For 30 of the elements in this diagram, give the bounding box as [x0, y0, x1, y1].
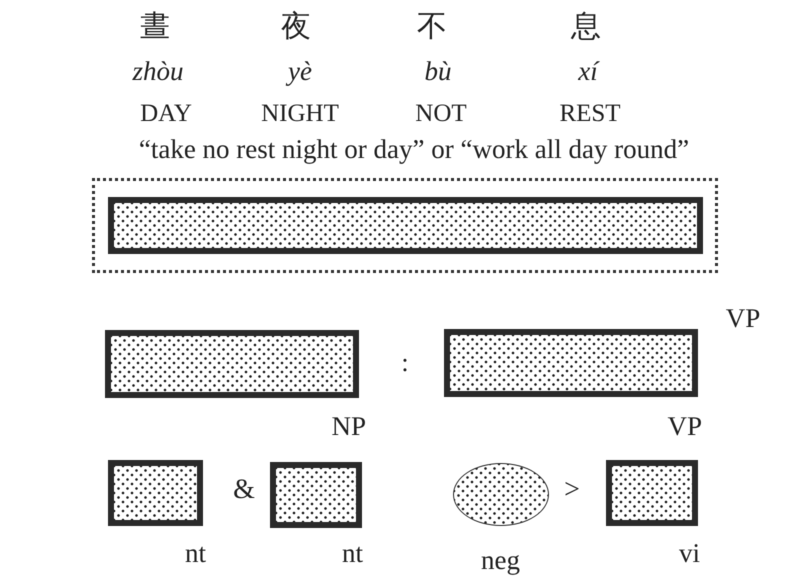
pinyin-text: bù	[424, 58, 452, 85]
pinyin-text: xí	[578, 58, 598, 85]
gloss-text: NOT	[415, 101, 467, 126]
category-label: neg	[481, 547, 520, 574]
dotted-frame	[92, 178, 718, 273]
translation-text: “take no rest night or day” or “work all day round”	[138, 136, 690, 163]
gloss-text: NIGHT	[261, 101, 339, 126]
pinyin-text: zhòu	[132, 58, 184, 85]
gloss-text: REST	[559, 101, 621, 126]
pinyin-text: yè	[288, 58, 312, 85]
chinese-character: 息	[571, 12, 601, 42]
category-label: nt	[184, 540, 206, 567]
dotted-box	[270, 462, 362, 528]
category-label: NP	[331, 413, 366, 440]
chinese-character: 晝	[140, 12, 170, 42]
greater-than-symbol: >	[564, 476, 580, 504]
dotted-box	[444, 329, 698, 397]
gloss-text: DAY	[140, 101, 192, 126]
chinese-character: 不	[417, 12, 447, 42]
category-label: vi	[678, 540, 700, 567]
category-label: VP	[667, 413, 702, 440]
chinese-character: 夜	[281, 12, 311, 42]
dotted-box	[105, 330, 359, 398]
category-label: nt	[342, 540, 363, 567]
category-label: VP	[726, 305, 760, 332]
dotted-box	[606, 460, 698, 526]
colon-symbol: :	[401, 350, 409, 376]
dotted-box	[108, 460, 203, 526]
ampersand-symbol: &	[233, 476, 255, 504]
dotted-box	[108, 197, 703, 254]
